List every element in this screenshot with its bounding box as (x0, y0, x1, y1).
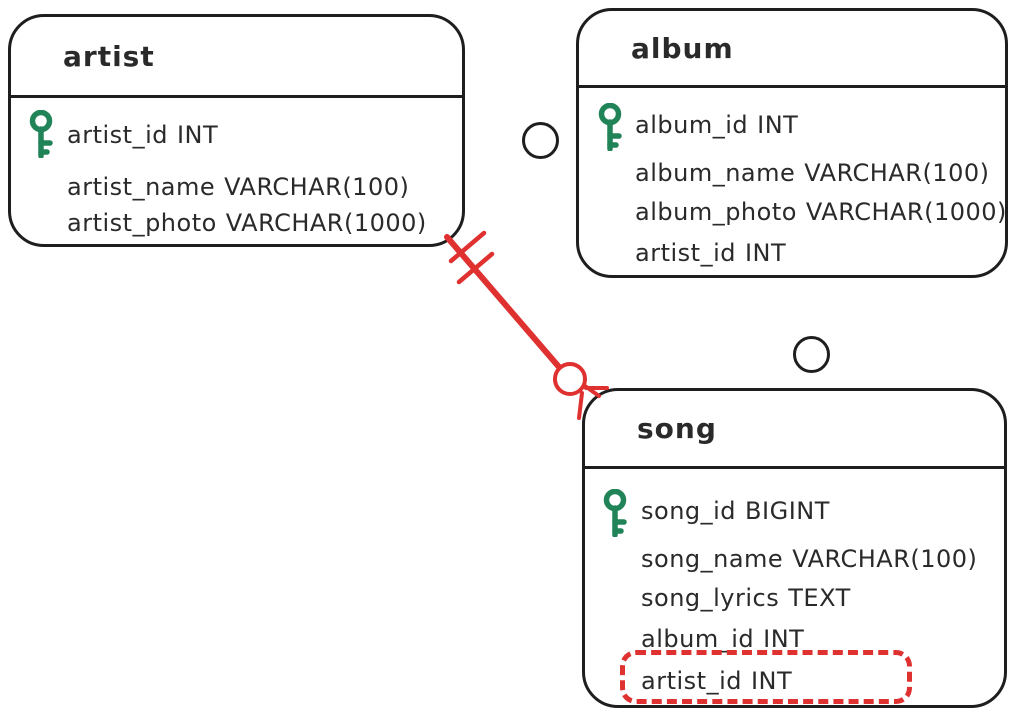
table-song[interactable]: song song_id BIGINT song_name VARCHAR(100)… (582, 388, 1007, 708)
field-type: VARCHAR(1000) (225, 209, 427, 237)
table-title: artist (63, 39, 155, 73)
relationship-line (444, 234, 562, 370)
primary-key-icon (598, 103, 622, 151)
field-type: VARCHAR(100) (224, 173, 410, 201)
field-name: album_id (635, 111, 749, 139)
field-name: artist_photo (67, 209, 217, 237)
field-song-id: song_id BIGINT (641, 496, 830, 526)
cardinality-zero-circle (553, 362, 587, 396)
field-name: album_photo (635, 198, 797, 226)
field-type: INT (176, 121, 219, 149)
primary-key-icon (603, 489, 627, 537)
field-type: VARCHAR(100) (804, 159, 990, 187)
cardinality-tick-1 (448, 230, 487, 264)
field-album-photo: album_photo VARCHAR(1000) (635, 197, 1007, 227)
field-type: INT (763, 625, 805, 653)
field-song-artist-id: artist_id INT (641, 666, 792, 696)
field-type: INT (744, 239, 787, 267)
field-name: artist_name (67, 173, 216, 201)
field-album-artist-id: artist_id INT (635, 238, 786, 268)
field-type: VARCHAR(100) (792, 545, 978, 573)
field-type: BIGINT (745, 497, 830, 525)
field-song-name: song_name VARCHAR(100) (641, 544, 977, 574)
field-type: VARCHAR(1000) (805, 198, 1007, 226)
field-type: INT (757, 111, 799, 139)
field-artist-id: artist_id INT (67, 120, 218, 150)
field-name: album_id (641, 625, 755, 653)
table-album-header: album (579, 11, 1005, 88)
crow-foot-prong-down (577, 391, 584, 420)
field-album-id: album_id INT (635, 110, 798, 140)
field-name: song_id (641, 497, 737, 525)
table-title: song (637, 412, 717, 445)
connector-dot-album (522, 122, 559, 159)
field-artist-photo: artist_photo VARCHAR(1000) (67, 208, 427, 238)
connector-dot-song (793, 336, 830, 373)
field-name: song_lyrics (641, 584, 780, 612)
highlight-artist-id-box (620, 650, 912, 704)
field-name: song_name (641, 545, 784, 573)
table-title: album (631, 31, 734, 65)
table-artist-header: artist (11, 17, 462, 98)
table-song-header: song (585, 391, 1004, 469)
field-type: TEXT (788, 584, 851, 612)
field-type: INT (750, 667, 793, 695)
field-name: album_name (635, 159, 796, 187)
field-name: artist_id (67, 121, 168, 149)
field-song-album-id: album_id INT (641, 624, 804, 654)
primary-key-icon (29, 110, 53, 158)
cardinality-tick-2 (456, 251, 495, 285)
field-name: artist_id (635, 239, 736, 267)
field-artist-name: artist_name VARCHAR(100) (67, 172, 409, 202)
field-album-name: album_name VARCHAR(100) (635, 158, 989, 188)
field-name: artist_id (641, 667, 742, 695)
field-song-lyrics: song_lyrics TEXT (641, 583, 851, 613)
